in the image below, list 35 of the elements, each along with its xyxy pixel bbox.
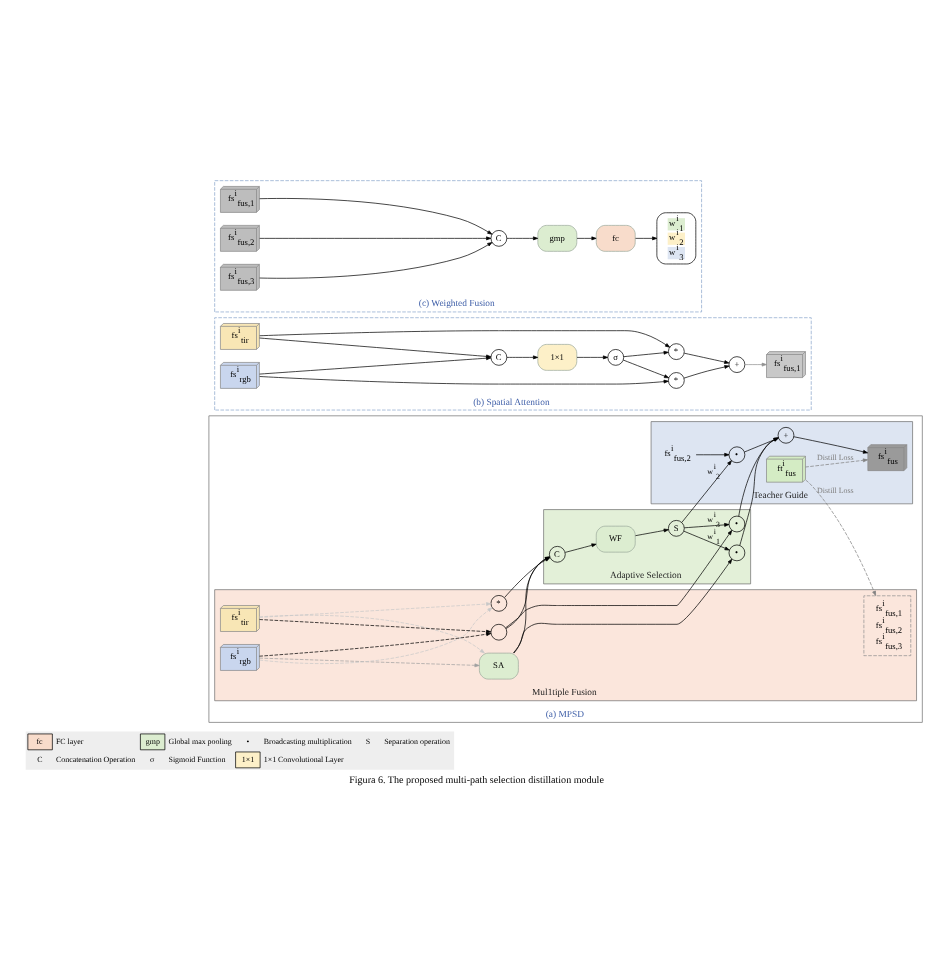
arrow	[744, 361, 767, 366]
arrow	[259, 631, 492, 656]
arrow	[505, 529, 733, 628]
arrow	[738, 436, 779, 516]
arrow	[259, 606, 493, 663]
arrow	[805, 457, 868, 467]
arrow	[259, 197, 493, 234]
arrow	[793, 435, 868, 453]
arrow	[259, 235, 492, 240]
arrow	[739, 436, 779, 545]
arrow	[683, 522, 730, 528]
arrow	[259, 601, 492, 617]
arrow	[576, 235, 597, 240]
arrow	[506, 235, 539, 240]
arrow	[259, 241, 493, 278]
arrow	[744, 436, 779, 452]
arrow	[805, 478, 876, 595]
arrow	[564, 542, 597, 552]
arrow	[622, 358, 670, 378]
arrow	[683, 351, 730, 363]
arrow	[635, 235, 658, 240]
arrow	[259, 613, 485, 653]
arrow	[623, 349, 669, 357]
arrow	[259, 618, 492, 633]
arrow	[259, 656, 480, 667]
arrow	[681, 459, 732, 522]
arrow	[259, 329, 671, 347]
arrow	[259, 375, 669, 384]
node-circle	[490, 622, 508, 640]
arrow	[506, 354, 539, 359]
arrow	[695, 451, 730, 456]
arrow	[635, 527, 669, 536]
arrow	[683, 529, 730, 550]
arrow	[576, 354, 608, 359]
arrow	[683, 364, 730, 378]
